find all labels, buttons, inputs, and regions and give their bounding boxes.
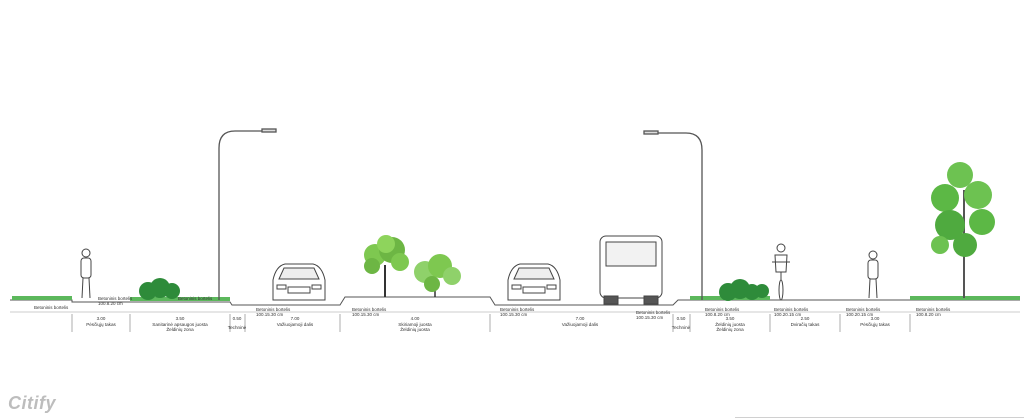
watermark-logo: Citify — [8, 393, 56, 413]
zone-small-label: Techninė — [672, 325, 691, 330]
curb-spec: 100.20.15 cm — [846, 312, 874, 317]
zone-small-label: Techninė — [228, 325, 247, 330]
width-value: 7.00 — [576, 316, 585, 321]
zone-label: Pėsčiųjų takas — [860, 322, 890, 327]
width-value: 2.50 — [801, 316, 810, 321]
curb-label: Betoninis bortelis — [256, 307, 291, 312]
width-value: 3.50 — [176, 316, 185, 321]
curb-spec: 100.15.30 cm — [636, 315, 664, 320]
cyclist-icon — [772, 243, 790, 301]
curb-label: Betoninis bortelis — [178, 296, 213, 301]
curb-spec: 100.8.20 cm — [705, 312, 730, 317]
dimension-widths: 3.00 3.50 0.50 7.00 4.00 7.00 0.50 3.50 … — [97, 316, 880, 321]
zone-label: Važiuojamoji dalis — [562, 322, 599, 327]
width-value: 0.50 — [677, 316, 686, 321]
curb-spec: 100.15.30 cm — [500, 312, 528, 317]
curb-label: Betoninis bortelis — [636, 310, 671, 315]
curb-spec: 100.15.30 cm — [256, 312, 284, 317]
width-value: 4.00 — [411, 316, 420, 321]
zone-label: Želdinių zona — [716, 325, 744, 332]
shrub-icon — [719, 279, 769, 301]
width-value: 3.00 — [871, 316, 880, 321]
curb-label: Betoninis bortelis — [500, 307, 535, 312]
street-lamp-icon — [643, 130, 703, 300]
curb-label: Betoninis bortelis — [352, 307, 387, 312]
width-value: 3.50 — [726, 316, 735, 321]
width-value: 7.00 — [291, 316, 300, 321]
curb-annotations: Betoninis bortelis Betoninis bortelis 10… — [34, 296, 951, 320]
zone-label: Skiriamoji juosta — [398, 322, 432, 327]
zone-label: Pėsčiųjų takas — [86, 322, 116, 327]
curb-label: Betoninis bortelis — [774, 307, 809, 312]
street-lamp-icon — [218, 128, 277, 300]
zone-label: Važiuojamoji dalis — [277, 322, 314, 327]
zone-note: Želdinių juosta — [400, 325, 430, 332]
bush-tree-icon — [414, 254, 461, 297]
curb-label: Betoninis bortelis — [916, 307, 951, 312]
car-front-icon — [272, 263, 326, 301]
bottom-rule — [735, 417, 1024, 418]
zone-label: Dviračių takas — [791, 322, 821, 327]
pedestrian-icon — [867, 250, 879, 299]
zone-note: Želdinių juosta — [715, 320, 745, 327]
pedestrian-icon — [80, 248, 92, 299]
curb-spec: 100.8.20 cm — [98, 301, 123, 306]
zone-labels: Pėsčiųjų takas Sanitarinė apsaugos juost… — [86, 320, 890, 332]
curb-label: Betoninis bortelis — [98, 296, 133, 301]
zone-label: Želdinių zona — [166, 325, 194, 332]
curb-label: Betoninis bortelis — [846, 307, 881, 312]
curb-label: Betoninis bortelis — [705, 307, 740, 312]
ground-profile — [10, 296, 1020, 313]
curb-spec: 100.8.20 cm — [916, 312, 941, 317]
dimension-ticks — [71, 314, 911, 332]
curb-label: Betoninis bortelis — [34, 305, 69, 310]
zone-note: Sanitarinė apsaugos juosta — [152, 322, 208, 327]
width-value: 3.00 — [97, 316, 106, 321]
tall-tree-icon — [931, 162, 995, 298]
bus-rear-icon — [599, 235, 663, 305]
car-front-icon — [507, 263, 561, 301]
deciduous-tree-icon — [364, 235, 409, 297]
curb-spec: 100.20.15 cm — [774, 312, 802, 317]
curb-spec: 100.15.30 cm — [352, 312, 380, 317]
shrub-icon — [139, 278, 180, 300]
width-value: 0.50 — [233, 316, 242, 321]
